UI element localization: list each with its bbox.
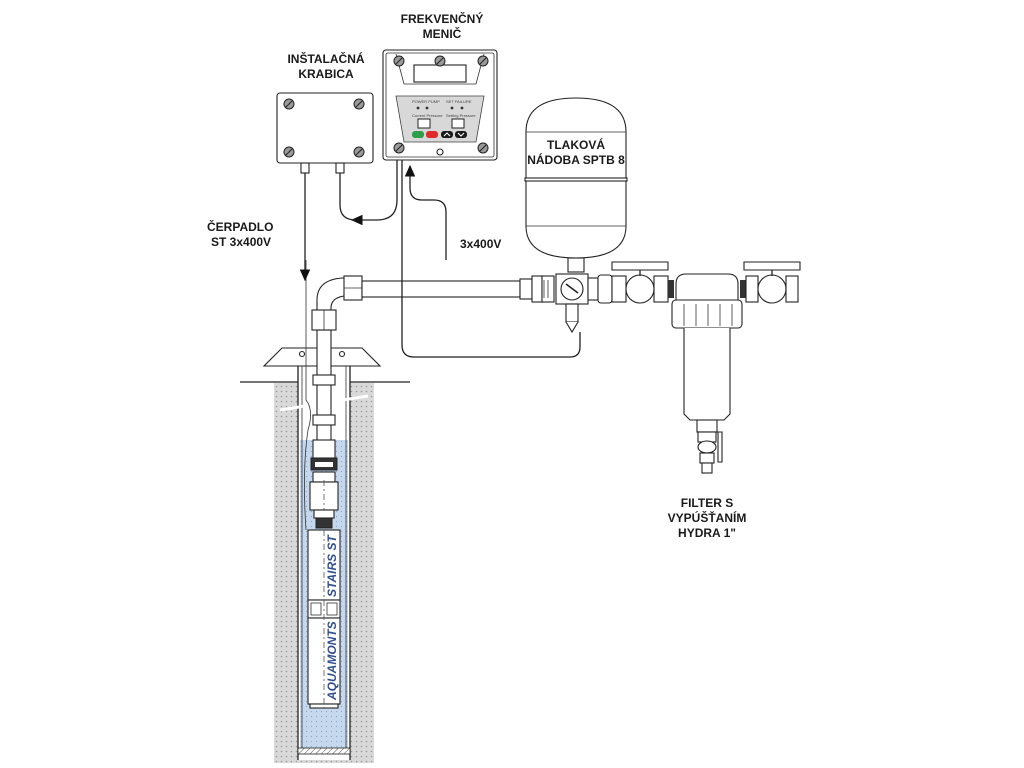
filter-head: [671, 299, 743, 329]
manifold: [519, 261, 801, 474]
ball-valve: [757, 274, 787, 304]
screw-icon: [353, 98, 365, 110]
valve-handle[interactable]: [743, 261, 801, 271]
down-button[interactable]: [455, 131, 467, 138]
indicator-pump: [425, 106, 429, 110]
ball-valve: [625, 274, 655, 304]
screw-icon: [477, 142, 489, 154]
label-pump: ČERPADLO ST 3x400V: [207, 220, 274, 249]
svg-text:Current Pressure: Current Pressure: [412, 113, 443, 118]
frequency-converter: POWER PUMP SET FAILURE Current Pressure …: [382, 49, 498, 161]
svg-text:Setting Pressure: Setting Pressure: [446, 113, 476, 118]
pressure-vessel: [524, 97, 628, 273]
run-button[interactable]: [412, 131, 424, 138]
well-bottom: [297, 747, 351, 755]
cable-gland: [335, 162, 345, 174]
up-button[interactable]: [441, 131, 453, 138]
screw-icon: [434, 55, 446, 67]
drain-valve: [697, 440, 717, 454]
indicator-set: [450, 106, 454, 110]
installation-box: [276, 92, 374, 174]
drain-nozzle: [701, 462, 713, 474]
pump-brand-upper: STAIRS ST: [325, 534, 339, 597]
current-pressure-display: [417, 118, 431, 129]
valve-handle[interactable]: [611, 261, 669, 271]
label-power-supply: 3x400V: [460, 237, 502, 251]
submersible-pump: STAIRS ST AQUAMONTS: [307, 529, 341, 709]
pump-brand-lower: AQUAMONTS: [325, 621, 339, 701]
label-pressure-vessel: TLAKOVÁ NÁDOBA SPTB 8: [527, 138, 625, 167]
drain-valve-handle[interactable]: [717, 431, 723, 463]
chevron-down-icon: [457, 132, 465, 137]
screw-icon: [283, 146, 295, 158]
horizontal-pipe: [361, 280, 521, 298]
screw-icon: [353, 146, 365, 158]
filter-bowl: [683, 328, 731, 421]
screw-icon: [393, 142, 405, 154]
vessel-connector: [567, 257, 585, 273]
svg-text:POWER PUMP: POWER PUMP: [412, 99, 440, 104]
setting-pressure-display: [451, 118, 465, 129]
chevron-up-icon: [443, 132, 451, 137]
wiring: [299, 160, 581, 358]
label-frequency-converter: FREKVENČNÝ MENIČ: [400, 12, 484, 41]
converter-to-box-cable: [350, 160, 398, 226]
screw-icon: [393, 55, 405, 67]
pump-cable: [304, 260, 311, 531]
indicator-failure: [460, 106, 464, 110]
screw-icon: [477, 55, 489, 67]
pipe-clamp: [312, 414, 336, 426]
power-supply-cable: [404, 164, 447, 260]
indicator-power: [416, 106, 420, 110]
pressure-sensor-cable: [401, 160, 581, 358]
screw-icon: [283, 98, 295, 110]
label-filter: FILTER S VYPÚŠŤANÍM HYDRA 1": [667, 496, 747, 540]
svg-text:SET FAILURE: SET FAILURE: [446, 99, 472, 104]
riser-pipe: [309, 275, 363, 529]
stop-button[interactable]: [426, 131, 438, 138]
converter-display: [413, 64, 467, 83]
pipe-clamp: [312, 374, 336, 386]
label-installation-box: INŠTALAČNÁ KRABICA: [287, 52, 365, 81]
pressure-sensor: [565, 303, 579, 323]
cable-gland: [300, 162, 310, 174]
gauge-needle: [565, 283, 579, 294]
